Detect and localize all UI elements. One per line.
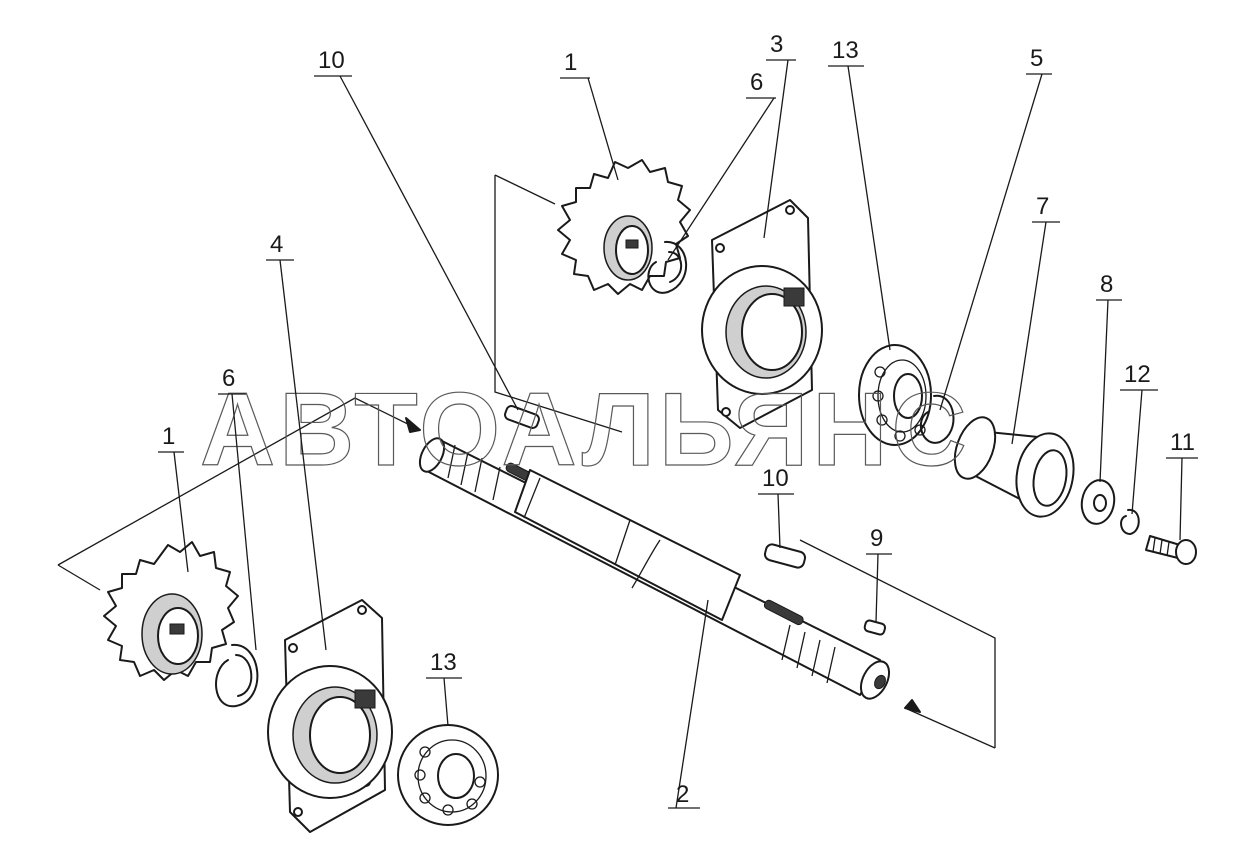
washer: [1080, 479, 1116, 525]
lock-washer: [1120, 508, 1140, 535]
assembly-lines: [57, 174, 996, 749]
callout-right-circlip: 5: [1030, 45, 1043, 72]
small-key: [863, 619, 887, 636]
top-flange-housing: [701, 199, 823, 429]
callout-left-circlip: 6: [222, 365, 235, 392]
bolt: [1145, 535, 1197, 565]
callout-shaft-key: 10: [762, 465, 789, 492]
callout-bolt: 11: [1170, 429, 1195, 456]
callout-lock-washer: 12: [1124, 361, 1151, 388]
callout-right-bearing: 13: [832, 37, 859, 64]
callout-left-bearing: 13: [430, 649, 457, 676]
left-flange-housing: [267, 599, 393, 833]
callouts: 1 6 3 13 5 7 8 12 11: [158, 31, 1198, 809]
bushing: [953, 416, 1075, 518]
left-sprocket: [103, 541, 239, 681]
callout-left-flange-housing: 4: [270, 231, 283, 258]
callout-left-sprocket: 1: [162, 423, 175, 450]
callout-top-key: 10: [318, 47, 345, 74]
callout-top-flange-housing: 3: [770, 31, 783, 58]
left-bearing: [397, 724, 499, 826]
arrow-right: [904, 699, 921, 713]
top-key: [504, 405, 540, 429]
watermark: АВТОАЛЬЯНС: [200, 372, 971, 488]
callout-top-sprocket: 1: [564, 49, 577, 76]
arrow-left: [405, 417, 421, 433]
right-circlip: [919, 394, 955, 444]
callout-small-key: 9: [870, 525, 883, 552]
callout-bushing: 7: [1036, 193, 1049, 220]
shaft: [418, 437, 891, 700]
top-sprocket: [557, 159, 691, 295]
callout-washer: 8: [1100, 271, 1113, 298]
shaft-key: [763, 543, 807, 569]
left-circlip: [215, 643, 259, 708]
right-bearing: [858, 344, 932, 446]
callout-top-circlip: 6: [750, 69, 763, 96]
